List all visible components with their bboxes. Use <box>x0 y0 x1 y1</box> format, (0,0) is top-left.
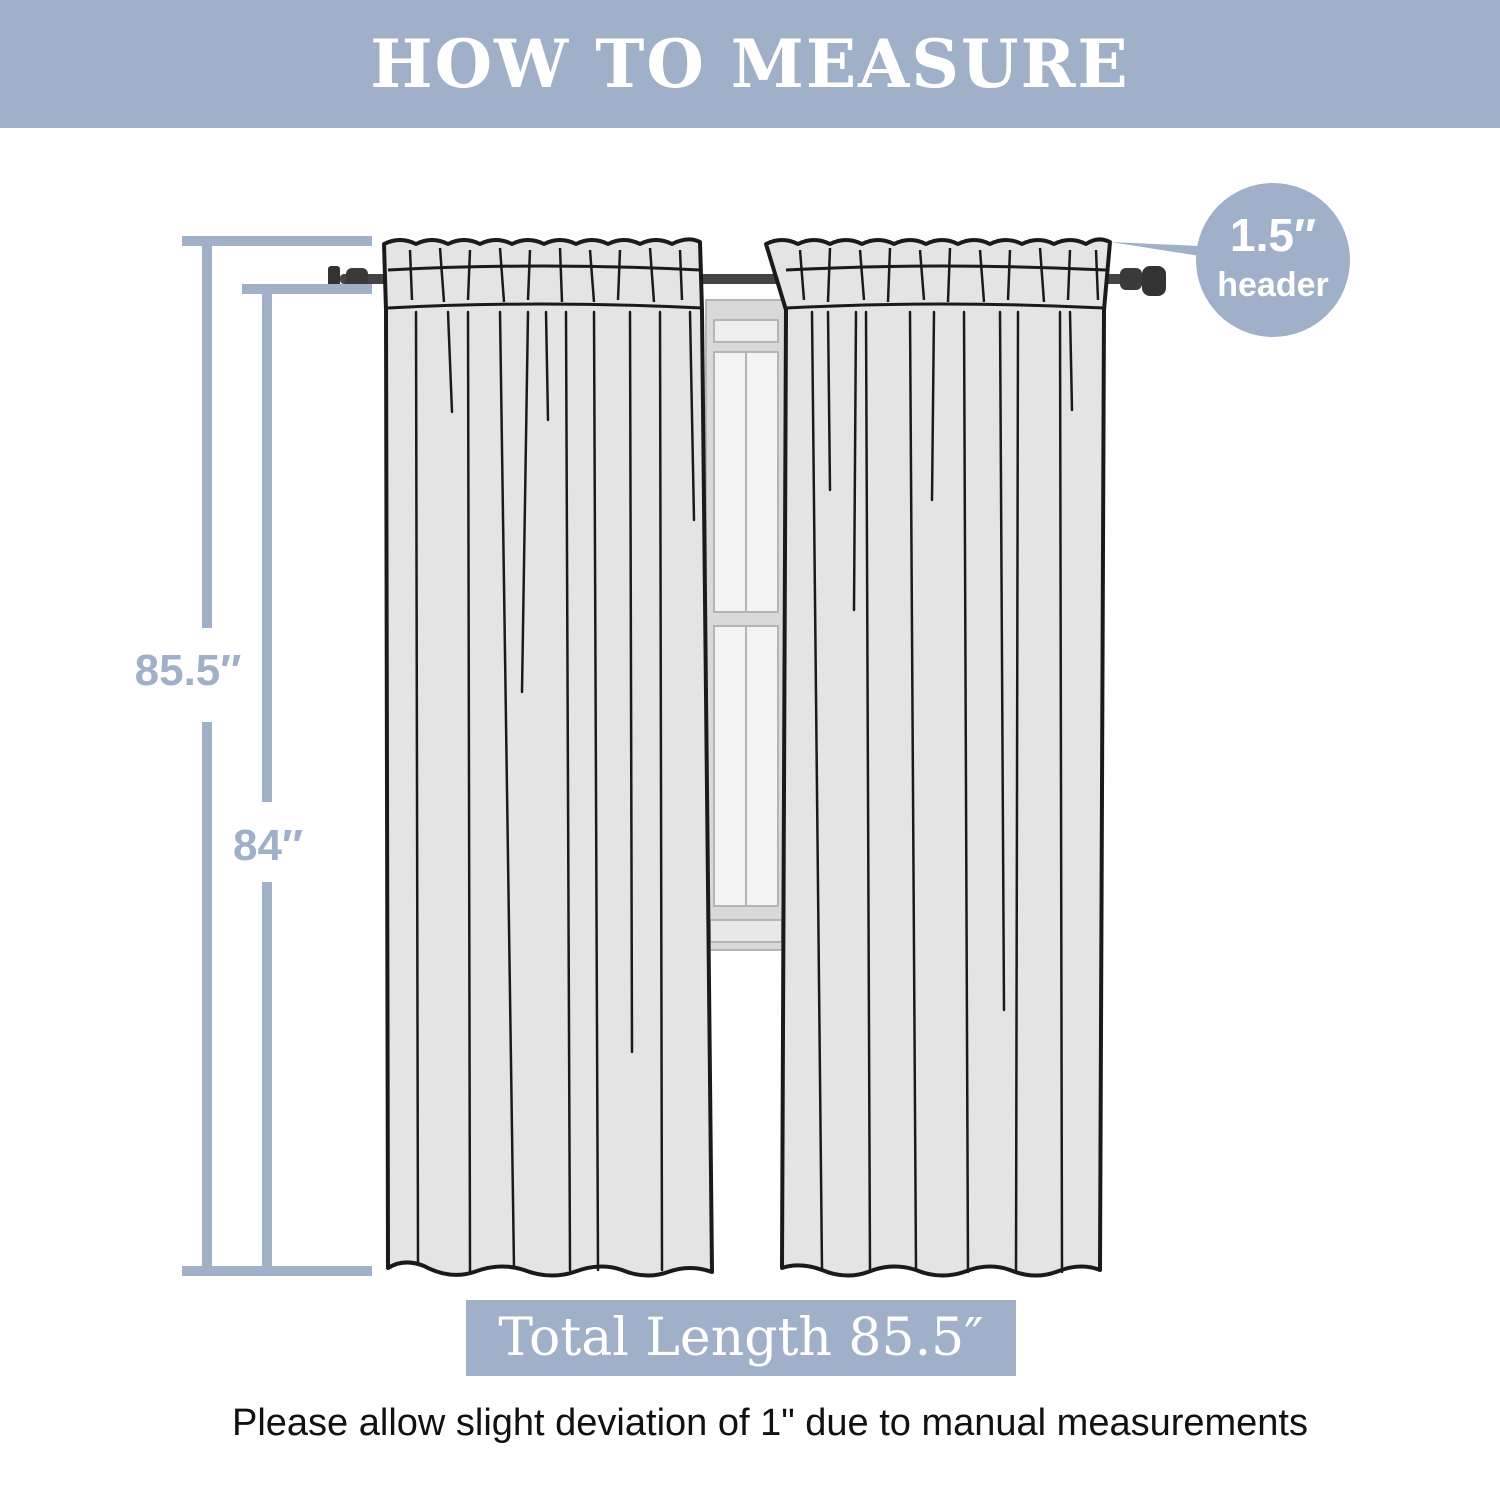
panel-length-dimension-label: 84″ <box>232 821 304 870</box>
rod-finial-right <box>1142 266 1166 296</box>
panel-length-dimension <box>242 284 372 1276</box>
left-curtain-panel <box>382 237 714 1278</box>
header-size-word: header <box>1217 266 1329 304</box>
header-size-value: 1.5″ <box>1230 209 1316 261</box>
total-length-banner: Total Length 85.5″ <box>466 1300 1016 1376</box>
title-banner: HOW TO MEASURE <box>0 0 1500 128</box>
total-length-dimension <box>182 236 372 1276</box>
total-length-text: Total Length 85.5″ <box>498 1308 984 1368</box>
page-title: HOW TO MEASURE <box>370 25 1130 103</box>
total-length-dimension-label: 85.5″ <box>134 646 242 695</box>
window-illustration <box>705 299 787 951</box>
header-pointer <box>1110 242 1200 256</box>
right-curtain-panel <box>764 237 1112 1278</box>
header-size-badge: 1.5″ header <box>1196 183 1350 337</box>
measurement-note: Please allow slight deviation of 1" due … <box>232 1402 1308 1444</box>
